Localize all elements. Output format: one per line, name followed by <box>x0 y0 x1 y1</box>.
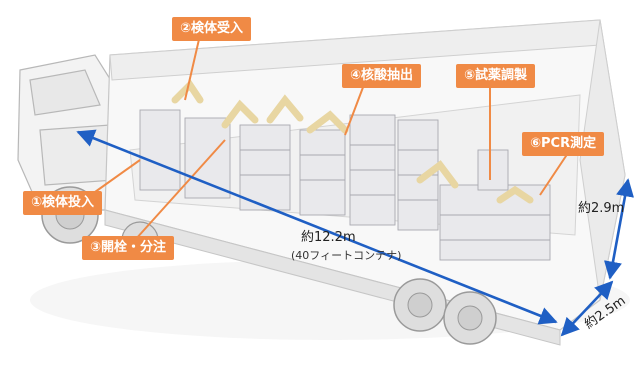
length-note: (40フィートコンテナ) <box>291 249 402 262</box>
label-step5: ⑤試薬調製 <box>456 64 536 88</box>
height-text: 約2.9m <box>578 201 625 216</box>
length-arrow <box>76 129 558 325</box>
height-arrow <box>604 178 634 280</box>
length-text: 約12.2m <box>301 230 356 245</box>
label-step1: ①検体投入 <box>23 191 103 215</box>
label-step2: ②検体受入 <box>172 17 252 41</box>
label-step6: ⑥PCR測定 <box>522 132 605 156</box>
label-step3: ③開栓・分注 <box>82 236 175 260</box>
dimension-arrows <box>76 129 634 337</box>
width-arrow <box>560 280 614 337</box>
label-step4: ④核酸抽出 <box>342 64 422 88</box>
